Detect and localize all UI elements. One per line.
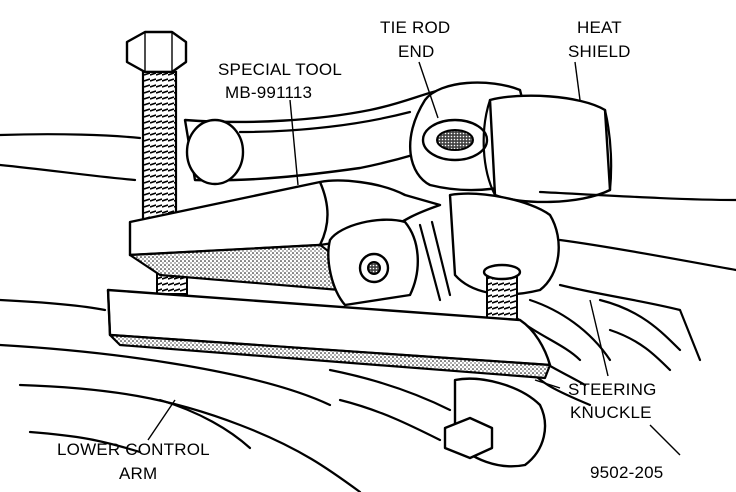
heat-shield-label-line2: SHIELD	[568, 42, 631, 61]
steering-knuckle-leader-2	[534, 379, 561, 389]
tie-rod-end-label-line2: END	[398, 42, 435, 61]
steering-knuckle-label-line1: STEERING	[568, 380, 657, 399]
special-tool-label-line1: SPECIAL TOOL	[218, 60, 342, 79]
steering-knuckle	[328, 190, 736, 468]
lower-arm-leader	[147, 399, 176, 441]
tie-rod-end-leader	[418, 61, 439, 119]
leader-lines	[147, 61, 681, 456]
steering-knuckle-label-line2: KNUCKLE	[570, 403, 652, 422]
lower-control-arm-label-line1: LOWER CONTROL	[57, 440, 210, 459]
figure-number-leader	[649, 424, 681, 456]
special-tool	[106, 30, 552, 380]
callout-labels: SPECIAL TOOL MB-991113 TIE ROD END HEAT …	[57, 18, 663, 483]
steering-knuckle-leader	[589, 299, 609, 377]
ball-stud	[482, 263, 522, 326]
figure-number: 9502-205	[590, 463, 663, 482]
lower-control-arm-label-line2: ARM	[119, 464, 157, 483]
heat-shield	[482, 94, 613, 204]
tie-rod	[0, 88, 462, 186]
heat-shield-leader	[574, 61, 581, 101]
special-tool-leader	[289, 99, 299, 186]
special-tool-label-line2: MB-991113	[225, 83, 312, 102]
tie-rod-end-label-line1: TIE ROD	[380, 18, 450, 37]
heat-shield-label-line1: HEAT	[577, 18, 622, 37]
